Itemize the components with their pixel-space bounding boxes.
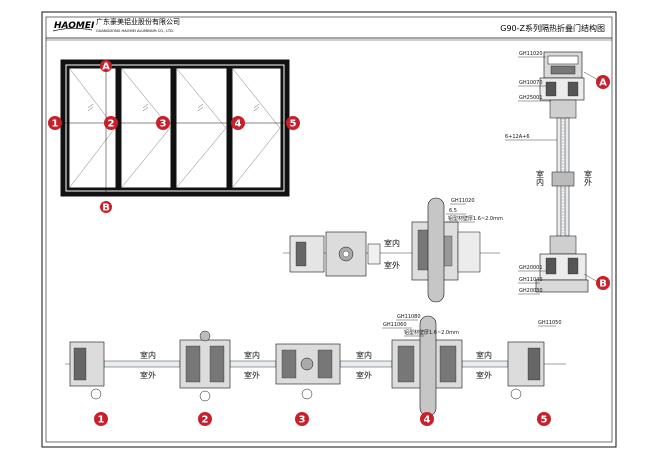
label-gh11020-detail: GH11020 — [451, 198, 475, 204]
h-indoor-label-1: 室内 — [140, 350, 156, 360]
svg-text:A: A — [599, 78, 607, 89]
svg-text:B: B — [599, 279, 607, 290]
horizontal-section — [65, 315, 566, 417]
label-gh10070: GH10070 — [519, 80, 543, 86]
door-panel-3 — [173, 65, 230, 191]
brand-wordmark: HAOMEI — [54, 21, 95, 31]
svg-text:4: 4 — [424, 415, 431, 426]
svg-text:室内: 室内 — [536, 169, 545, 187]
h-indoor-label-3: 室内 — [356, 350, 372, 360]
h-outdoor-label-3: 室外 — [356, 370, 372, 380]
label-gh11020-vertical: GH11020 — [519, 51, 543, 57]
label-gh20001: GH20001 — [519, 265, 543, 271]
label-gh25001: GH25001 — [519, 95, 543, 101]
vertical-outdoor-label: 室外 — [584, 169, 593, 187]
h-outdoor-label-2: 室外 — [244, 370, 260, 380]
svg-text:1: 1 — [98, 415, 105, 426]
svg-text:3: 3 — [160, 119, 167, 130]
detail-left-profile — [289, 235, 325, 273]
label-gh11060: GH11060 — [383, 322, 407, 328]
elevation-marker-1: 1 — [48, 116, 62, 130]
door-panel-4 — [229, 65, 284, 191]
elevation-marker-4: 4 — [231, 116, 245, 130]
sheet-border — [41, 11, 617, 448]
horizontal-profile-1 — [69, 341, 105, 400]
marker-B-bottom: B — [100, 201, 112, 214]
vertical-indoor-label: 室内 — [536, 169, 545, 187]
svg-text:4: 4 — [235, 119, 242, 130]
horizontal-profile-3 — [275, 343, 341, 400]
label-gh20030: GH20030 — [519, 288, 543, 294]
svg-text:3: 3 — [299, 415, 306, 426]
label-wall-thickness-horizontal: 铝型材壁厚1.6~2.0mm — [404, 329, 459, 336]
vertical-section — [505, 51, 599, 295]
horizontal-profile-5 — [507, 341, 545, 400]
horizontal-marker-2: 2 — [198, 412, 212, 426]
elevation-marker-5: 5 — [286, 116, 300, 130]
drawing-title: G90-Z系列隔热折叠门结构图 — [500, 23, 605, 33]
label-gh11050: GH11050 — [538, 320, 562, 326]
label-wall-thickness-detail: 铝型材壁厚1.6~2.0mm — [448, 215, 503, 222]
horizontal-marker-1: 1 — [94, 412, 108, 426]
sheet-inner-border — [45, 16, 613, 443]
label-glass-spec: 6+12A+6 — [505, 134, 530, 140]
h-indoor-label-2: 室内 — [244, 350, 260, 360]
horizontal-profile-2 — [179, 330, 231, 402]
door-elevation — [60, 59, 290, 197]
door-panel-2 — [118, 65, 174, 191]
detail-outdoor-label: 室外 — [384, 260, 400, 270]
horizontal-profile-4 — [391, 315, 463, 417]
h-outdoor-label-1: 室外 — [140, 370, 156, 380]
brand-logo: HAOMEI — [52, 21, 95, 32]
company-name-en: GUANGDONG HAOMEI ALUMINUM CO., LTD. — [96, 29, 174, 33]
horizontal-marker-4: 4 — [420, 412, 434, 426]
glass-marks — [87, 103, 260, 112]
vertical-marker-A: A — [596, 75, 610, 89]
elevation-marker-2: 2 — [104, 116, 118, 130]
detail-section — [283, 197, 500, 303]
company-name-cn: 广东豪美铝业股份有限公司 — [96, 17, 180, 26]
svg-text:5: 5 — [541, 415, 548, 426]
horizontal-marker-5: 5 — [537, 412, 551, 426]
detail-indoor-label: 室内 — [384, 238, 400, 248]
label-dimension-detail: 6.5 — [449, 208, 457, 214]
label-gh11080: GH11080 — [397, 314, 421, 320]
detail-roller — [427, 197, 445, 303]
svg-text:2: 2 — [202, 415, 209, 426]
h-outdoor-label-4: 室外 — [476, 370, 492, 380]
vertical-marker-B: B — [596, 276, 610, 290]
svg-text:5: 5 — [290, 119, 297, 130]
elevation-marker-3: 3 — [156, 116, 170, 130]
marker-A-top: A — [100, 60, 112, 73]
svg-text:室外: 室外 — [584, 169, 593, 187]
svg-text:A: A — [102, 62, 110, 73]
elevation-outer-frame — [60, 59, 290, 197]
h-indoor-label-4: 室内 — [476, 350, 492, 360]
svg-text:1: 1 — [52, 119, 59, 130]
svg-text:2: 2 — [108, 119, 115, 130]
label-gh11040: GH11040 — [519, 277, 543, 283]
svg-text:B: B — [102, 203, 110, 214]
horizontal-marker-3: 3 — [295, 412, 309, 426]
